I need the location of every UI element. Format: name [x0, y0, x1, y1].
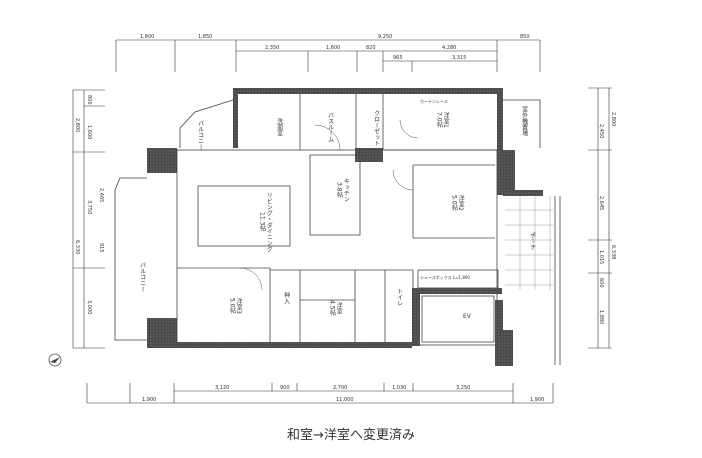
dim-top-8: 4,280 [442, 45, 457, 51]
dim-right-7: 1,880 [598, 310, 604, 325]
dim-top-5: 2,350 [265, 45, 280, 51]
curtain-rail-label: カーテンレール [420, 99, 448, 104]
room-name: ポーチ [528, 232, 536, 250]
dim-top-1: 1,800 [140, 34, 155, 40]
room-name: バルコニー [138, 262, 146, 292]
room-name: EV [463, 313, 471, 320]
room-porch: ポーチ [528, 232, 536, 250]
caption: 和室→洋室へ変更済み [287, 428, 415, 443]
room-name: 洋室 [335, 301, 343, 314]
room-name: クローゼット [372, 110, 380, 146]
room-western1: 洋室1 7.0帖 [435, 112, 450, 128]
dim-left-6: 6,330 [74, 240, 80, 255]
room-name: 押入 [282, 292, 290, 304]
dim-left-1: 800 [86, 95, 92, 105]
dim-right-2: 2,450 [598, 124, 604, 139]
room-toilet: トイレ [395, 288, 403, 306]
dim-top-2: 1,850 [198, 34, 213, 40]
dim-right-1: 2,800 [610, 112, 616, 127]
room-closet: クローゼット [372, 110, 380, 146]
dim-top-7: 820 [366, 45, 376, 51]
dim-top-3: 9,250 [378, 34, 393, 40]
dim-left-2: 2,800 [74, 118, 80, 133]
dim-left-4: 3,750 [86, 200, 92, 215]
room-size: 5.0帖 [228, 298, 236, 314]
room-size: 5.0帖 [450, 195, 458, 211]
dim-right-6: 600 [598, 278, 604, 288]
dim-left-7: 915 [98, 243, 104, 253]
dim-right-3: 2,645 [598, 196, 604, 211]
room-size: 4.5帖 [328, 300, 336, 316]
dim-top-6: 1,600 [326, 45, 341, 51]
room-ev: EV [463, 313, 471, 320]
dim-bottom-4: 1,030 [392, 385, 407, 391]
dim-right-5: 1,015 [598, 250, 604, 265]
room-name: 室外機置場 [520, 106, 528, 136]
dim-left-8: 3,000 [86, 300, 92, 315]
dim-top-4: 850 [520, 34, 530, 40]
room-storage: 押入 [282, 292, 290, 304]
room-name: 洗面室 [275, 118, 283, 136]
room-size: 11.3帖 [258, 212, 266, 232]
room-name: バスルーム [326, 112, 334, 142]
room-western3: 洋室3 5.0帖 [228, 298, 243, 314]
dim-bottom-7: 11,000 [336, 397, 354, 403]
shoe-box-label: シューズボックス L=1,800 [420, 275, 470, 280]
room-balcony-left: バルコニー [138, 262, 146, 292]
room-western2: 洋室2 5.0帖 [450, 195, 465, 211]
room-name: バルコニー [196, 120, 204, 150]
dim-bottom-5: 3,250 [456, 385, 471, 391]
dim-bottom-6: 1,900 [142, 397, 157, 403]
room-name: キッチン [342, 178, 350, 202]
room-name: 洋室3 [235, 298, 243, 314]
room-bathroom: バスルーム [326, 112, 334, 142]
room-name: 洋室2 [457, 195, 465, 211]
room-living-dining: リビング・ダイニング 11.3帖 [258, 192, 273, 252]
room-size: 7.0帖 [435, 112, 443, 128]
room-size: 3.8帖 [335, 182, 343, 198]
dim-left-3: 1,600 [86, 125, 92, 140]
room-outdoor-unit: 室外機置場 [520, 106, 528, 136]
dim-top-9: 965 [393, 55, 403, 61]
room-name: トイレ [395, 288, 403, 306]
dim-left-5: 2,465 [98, 188, 104, 203]
room-name: 洋室1 [442, 112, 450, 128]
dim-bottom-2: 900 [280, 385, 290, 391]
room-name: リビング・ダイニング [265, 192, 273, 252]
dim-bottom-1: 3,120 [215, 385, 230, 391]
dim-bottom-3: 2,700 [333, 385, 348, 391]
room-western4: 洋室 4.5帖 [328, 300, 343, 316]
dim-right-4: 6,338 [610, 245, 616, 260]
room-balcony-top: バルコニー [196, 120, 204, 150]
north-arrow-icon [48, 353, 62, 367]
room-washroom: 洗面室 [275, 118, 283, 136]
north-label: N [52, 360, 57, 363]
dim-top-10: 3,315 [452, 55, 467, 61]
room-kitchen: キッチン 3.8帖 [335, 178, 350, 202]
dim-bottom-8: 1,900 [530, 397, 545, 403]
